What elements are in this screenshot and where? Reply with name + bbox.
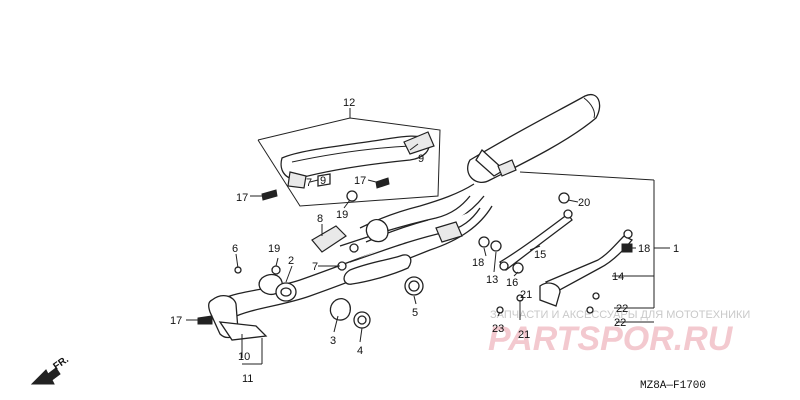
- callout-4: 4: [357, 345, 363, 357]
- diagram-code: MZ8A—F1700: [640, 380, 706, 392]
- bolts: [197, 177, 633, 325]
- callout-8: 8: [317, 213, 323, 225]
- callout-5: 5: [412, 307, 418, 319]
- leader-lines: [186, 143, 670, 365]
- callout-19-upper: 19: [336, 209, 348, 221]
- callout-18-right: 18: [638, 243, 650, 255]
- small-parts: [234, 190, 570, 329]
- callout-12: 12: [343, 97, 355, 109]
- callout-23: 23: [492, 323, 504, 335]
- muffler-hanger: [499, 209, 573, 271]
- callout-6: 6: [232, 243, 238, 255]
- callout-20: 20: [578, 197, 590, 209]
- callout-19-lower: 19: [268, 243, 280, 255]
- watermark-tagline: ЗАПЧАСТИ И АКСЕССУАРЫ ДЛЯ МОТОТЕХНИКИ: [490, 309, 750, 321]
- callout-17-lower: 17: [170, 315, 182, 327]
- callout-9-left: 9: [320, 175, 326, 187]
- front-direction-indicator: FR.: [30, 354, 71, 385]
- watermark-logo: PARTSPOR.RU: [488, 320, 734, 358]
- front-arrow-icon: [30, 367, 61, 385]
- callout-22-lower: 22: [614, 317, 626, 329]
- footpeg-bracket: [539, 229, 634, 314]
- callout-21-lower: 21: [518, 329, 530, 341]
- heat-shield-group-frame: [257, 108, 441, 207]
- front-pipe-joint: [208, 273, 297, 341]
- callout-labels: 1 2 3 4 5 6 7 7 8 9 9 10 11 12 13 14 15 …: [170, 97, 679, 385]
- callout-16: 16: [506, 277, 518, 289]
- callout-9-right: 9: [418, 153, 424, 165]
- callout-17-upper: 17: [236, 192, 248, 204]
- callout-22-upper: 22: [616, 303, 628, 315]
- watermark: PARTSPOR.RU ЗАПЧАСТИ И АКСЕССУАРЫ ДЛЯ МО…: [488, 309, 750, 358]
- callout-21-upper: 21: [520, 289, 532, 301]
- callout-15: 15: [534, 249, 546, 261]
- muffler: [467, 94, 601, 183]
- callout-7-lower: 7: [306, 177, 312, 189]
- heat-shield: [280, 131, 435, 189]
- callout-14: 14: [612, 271, 624, 283]
- callout-3: 3: [330, 335, 336, 347]
- callout-10: 10: [238, 351, 250, 363]
- callout-1: 1: [673, 243, 679, 255]
- callout-11: 11: [242, 373, 253, 385]
- callout-17-middle: 17: [354, 175, 366, 187]
- callout-7-upper: 7: [312, 261, 318, 273]
- callout-2: 2: [288, 255, 294, 267]
- callout-13: 13: [486, 274, 498, 286]
- callout-18-left: 18: [472, 257, 484, 269]
